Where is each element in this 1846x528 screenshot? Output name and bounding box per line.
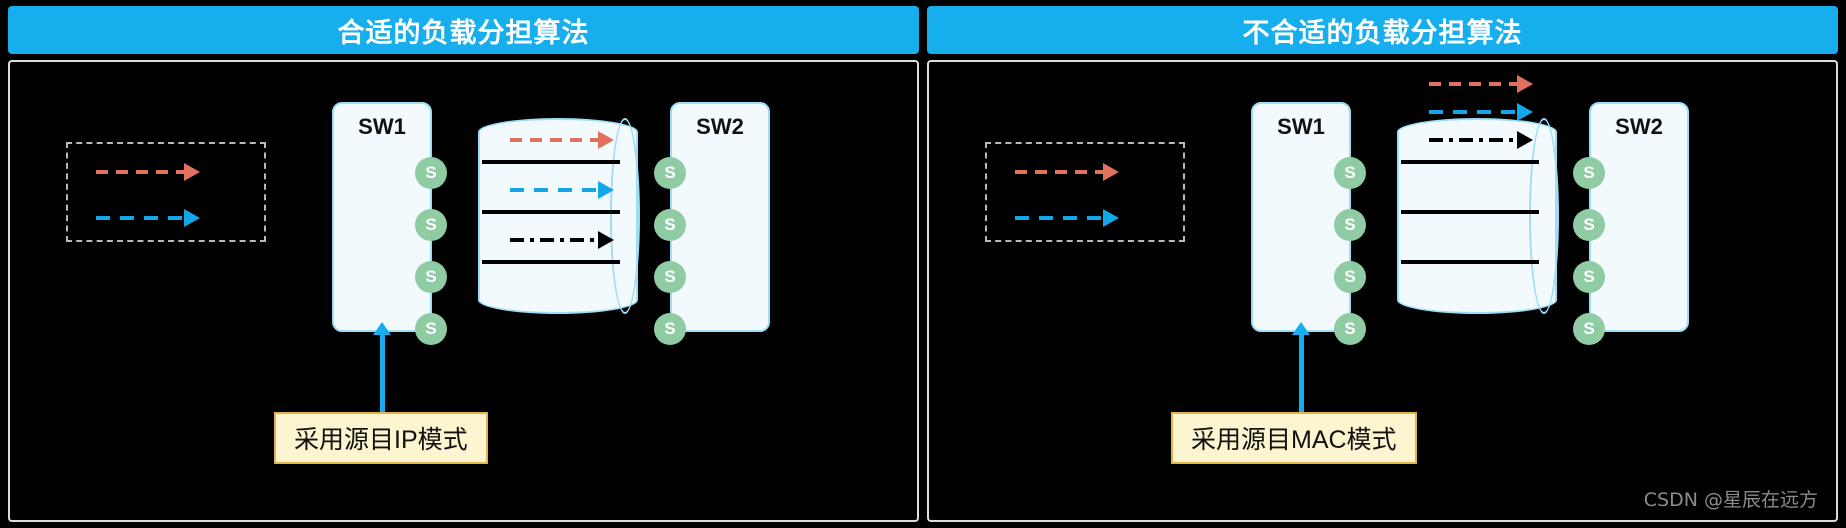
trunk-flow-blue-suitable xyxy=(510,181,622,199)
trunk-red-arrowhead-icon-2 xyxy=(1517,75,1533,93)
trunk-blue-line-2 xyxy=(1429,110,1517,114)
trunk-red-line-2 xyxy=(1429,82,1517,86)
port-sw1-3-unsuitable[interactable]: S xyxy=(1334,261,1366,293)
trunk-blue-line xyxy=(510,188,598,192)
switch-sw1-unsuitable[interactable]: SW1 xyxy=(1251,102,1351,332)
port-sw2-3[interactable]: S xyxy=(654,261,686,293)
callout-unsuitable: 采用源目MAC模式 xyxy=(1171,412,1417,464)
switch-sw1-label-2: SW1 xyxy=(1277,114,1325,139)
legend-flow-red-2 xyxy=(1015,163,1125,181)
trunk-black-line xyxy=(510,238,598,242)
port-sw2-1[interactable]: S xyxy=(654,157,686,189)
port-sw1-1-unsuitable[interactable]: S xyxy=(1334,157,1366,189)
trunk-red-arrowhead-icon xyxy=(598,131,614,149)
port-sw2-1-unsuitable[interactable]: S xyxy=(1573,157,1605,189)
trunk-flow-red-suitable xyxy=(510,131,622,149)
callout-pointer-suitable xyxy=(373,322,391,412)
trunk-red-line xyxy=(510,138,598,142)
switch-sw1-label: SW1 xyxy=(358,114,406,139)
port-sw2-3-unsuitable[interactable]: S xyxy=(1573,261,1605,293)
trunk-flow-black-suitable xyxy=(510,231,622,249)
switch-sw2-label-2: SW2 xyxy=(1615,114,1663,139)
switch-sw2-label: SW2 xyxy=(696,114,744,139)
port-sw2-4[interactable]: S xyxy=(654,313,686,345)
trunk-flow-red-unsuitable xyxy=(1429,75,1541,93)
panel-unsuitable: 不合适的负载分担算法 SW1 S S S S xyxy=(923,0,1846,528)
callout-pointer-unsuitable xyxy=(1292,322,1310,412)
legend-flow-blue xyxy=(96,209,206,227)
legend-red-line-2 xyxy=(1015,170,1103,174)
legend-blue-line xyxy=(96,216,184,220)
panel-title-suitable: 合适的负载分担算法 xyxy=(8,6,919,54)
legend-red-arrowhead-icon xyxy=(184,163,200,181)
switch-sw2-suitable[interactable]: SW2 xyxy=(670,102,770,332)
trunk-black-arrowhead-icon-2 xyxy=(1517,131,1533,149)
port-sw1-2[interactable]: S xyxy=(415,209,447,241)
stage-suitable: SW1 S S S S xyxy=(8,60,919,522)
trunk-lane-divider-1-2 xyxy=(1401,160,1539,164)
trunk-end-cap-2 xyxy=(1529,118,1559,314)
trunk-blue-arrowhead-icon xyxy=(598,181,614,199)
trunk-black-arrowhead-icon xyxy=(598,231,614,249)
callout-suitable: 采用源目IP模式 xyxy=(274,412,488,464)
legend-blue-arrowhead-icon xyxy=(184,209,200,227)
port-sw1-1[interactable]: S xyxy=(415,157,447,189)
trunk-flow-black-unsuitable xyxy=(1429,131,1541,149)
trunk-bundle-suitable xyxy=(478,118,640,314)
trunk-bundle-unsuitable xyxy=(1397,118,1559,314)
panel-suitable: 合适的负载分担算法 SW1 S S S S xyxy=(8,6,919,522)
panel-title-unsuitable: 不合适的负载分担算法 xyxy=(927,6,1838,54)
legend-red-line xyxy=(96,170,184,174)
callout-arrowhead-icon-2 xyxy=(1292,322,1310,335)
legend-blue-line-2 xyxy=(1015,216,1103,220)
legend-red-arrowhead-icon-2 xyxy=(1103,163,1119,181)
trunk-black-line-2 xyxy=(1429,138,1517,142)
watermark: CSDN @星辰在远方 xyxy=(1643,489,1818,511)
trunk-lane-divider-1 xyxy=(482,160,620,164)
trunk-lane-divider-3 xyxy=(482,260,620,264)
port-sw1-2-unsuitable[interactable]: S xyxy=(1334,209,1366,241)
legend-box-unsuitable xyxy=(985,142,1185,242)
switch-sw1-suitable[interactable]: SW1 xyxy=(332,102,432,332)
switch-sw2-unsuitable[interactable]: SW2 xyxy=(1589,102,1689,332)
port-sw1-4-unsuitable[interactable]: S xyxy=(1334,313,1366,345)
legend-blue-arrowhead-icon-2 xyxy=(1103,209,1119,227)
legend-flow-red xyxy=(96,163,206,181)
port-sw2-2-unsuitable[interactable]: S xyxy=(1573,209,1605,241)
port-sw2-2[interactable]: S xyxy=(654,209,686,241)
legend-box-suitable xyxy=(66,142,266,242)
port-sw1-4[interactable]: S xyxy=(415,313,447,345)
port-sw1-3[interactable]: S xyxy=(415,261,447,293)
port-sw2-4-unsuitable[interactable]: S xyxy=(1573,313,1605,345)
stage-unsuitable: SW1 S S S S xyxy=(927,60,1838,522)
trunk-lane-divider-3-2 xyxy=(1401,260,1539,264)
trunk-lane-divider-2 xyxy=(482,210,620,214)
trunk-lane-divider-2-2 xyxy=(1401,210,1539,214)
trunk-flow-blue-unsuitable xyxy=(1429,103,1541,121)
trunk-end-cap xyxy=(610,118,640,314)
trunk-blue-arrowhead-icon-2 xyxy=(1517,103,1533,121)
legend-flow-blue-2 xyxy=(1015,209,1125,227)
callout-arrowhead-icon xyxy=(373,322,391,335)
